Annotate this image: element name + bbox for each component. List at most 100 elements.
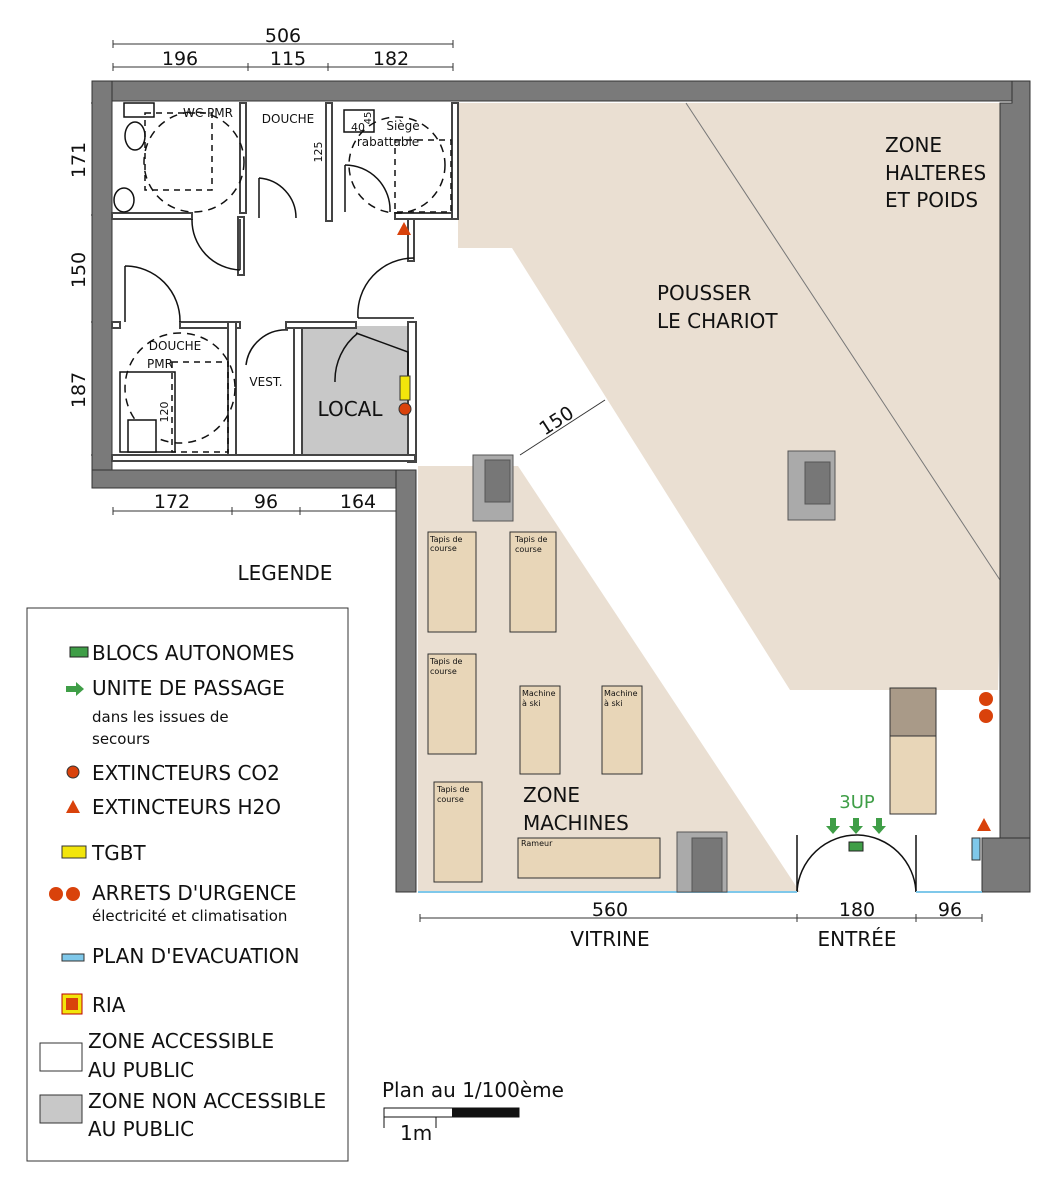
svg-text:course: course [515,545,542,554]
extinguisher-co2-icon [398,402,412,416]
treadmill-3 [427,653,477,755]
svg-text:ZONE ACCESSIBLE: ZONE ACCESSIBLE [88,1029,274,1053]
legend-arrow-icon [66,682,84,696]
svg-text:45: 45 [363,112,374,125]
ski-machine-2 [601,685,643,775]
pillars [472,450,836,893]
zone-halteres-3: ET POIDS [885,188,978,212]
room-douche: DOUCHE [262,112,314,126]
svg-text:ARRETS D'URGENCE: ARRETS D'URGENCE [92,881,297,905]
svg-text:ZONE NON ACCESSIBLE: ZONE NON ACCESSIBLE [88,1089,326,1113]
cabinet-light [889,735,937,815]
label-entree: ENTRÉE [818,927,897,951]
dim-top-a: 196 [162,48,198,70]
zone-chariot-2: LE CHARIOT [657,309,778,333]
zone-machines-2: MACHINES [523,811,629,835]
zone-labels: ZONE HALTERES ET POIDS POUSSER LE CHARIO… [523,133,986,951]
zone-halteres-1: ZONE [885,133,942,157]
dim-left-a: 171 [68,142,90,178]
treadmill-1 [427,531,477,633]
zone-machines-1: ZONE [523,783,580,807]
svg-text:dans les issues de: dans les issues de [92,708,229,726]
label-3up: 3UP [839,792,875,813]
zone-halteres-chariot [458,103,1015,690]
emergency-stop-icon [979,709,993,723]
emergency-stop-icon [979,692,993,706]
dim-top-c: 182 [373,48,409,70]
svg-text:à ski: à ski [604,699,622,708]
svg-text:électricité et climatisation: électricité et climatisation [92,907,287,925]
svg-text:EXTINCTEURS CO2: EXTINCTEURS CO2 [92,761,280,785]
svg-text:EXTINCTEURS H2O: EXTINCTEURS H2O [92,795,281,819]
svg-text:125: 125 [312,142,325,163]
svg-text:TGBT: TGBT [91,841,146,865]
svg-text:secours: secours [92,730,150,748]
legend-plan-icon [61,953,85,962]
svg-text:40: 40 [351,121,365,134]
cabinet-dark [889,687,937,737]
legend-public-swatch [39,1042,83,1072]
zone-halteres-2: HALTERES [885,161,986,185]
dim-diagonal: 150 [536,402,578,440]
svg-text:Machine: Machine [604,689,638,698]
legend-h2o-icon [66,800,80,813]
room-douche-pmr-2: PMR [147,357,173,371]
toilet-bowl [124,121,146,151]
legend-stop-icon [49,887,63,901]
dim-top-b: 115 [270,48,306,70]
svg-text:Tapis de: Tapis de [436,785,470,794]
svg-text:Machine: Machine [522,689,556,698]
sink [113,187,135,213]
rowing-machine [517,837,661,879]
svg-text:120: 120 [158,402,171,423]
safety-symbols [397,222,993,861]
tgbt-icon [399,375,411,401]
turning-circle-shower-pmr [124,332,236,444]
legend-stop-icon [66,887,80,901]
ski-machine-1 [519,685,561,775]
scale-unit: 1m [400,1121,432,1145]
svg-text:course: course [430,544,457,553]
svg-text:Tapis de: Tapis de [429,535,463,544]
dim-mid-a: 172 [154,491,190,513]
legend-title: LEGENDE [238,561,333,585]
legend-blocs-icon [69,646,89,658]
svg-text:Tapis de: Tapis de [514,535,548,544]
room-vestiaire: VEST. [249,375,282,389]
legend-tgbt-icon [61,845,87,859]
interior-walls [111,102,459,463]
dim-bottom-b: 180 [839,899,875,921]
scale-title: Plan au 1/100ème [382,1078,564,1102]
svg-text:Tapis de: Tapis de [429,657,463,666]
svg-text:course: course [430,667,457,676]
doors [124,164,917,893]
dim-left-c: 187 [68,372,90,408]
svg-text:BLOCS AUTONOMES: BLOCS AUTONOMES [92,641,294,665]
scale-bar: Plan au 1/100ème 1m [382,1078,564,1145]
room-wc-pmr: WC PMR [183,106,233,120]
svg-text:PLAN D'EVACUATION: PLAN D'EVACUATION [92,944,299,968]
room-douche-pmr-1: DOUCHE [149,339,201,353]
zone-chariot-1: POUSSER [657,281,751,305]
equipment [427,531,937,883]
room-labels: WC PMR DOUCHE Siège rabattable DOUCHE PM… [147,106,420,423]
svg-text:UNITE DE PASSAGE: UNITE DE PASSAGE [92,676,285,700]
svg-text:RIA: RIA [92,993,126,1017]
legend-co2-icon [66,765,80,779]
passage-arrows [826,818,886,834]
fixtures [113,102,452,453]
turning-circle-wc [143,111,245,213]
seat-label-1: Siège [386,119,419,133]
legend-items: BLOCS AUTONOMES UNITE DE PASSAGE dans le… [39,641,326,1141]
extinguisher-h2o-icon [977,818,991,831]
svg-text:course: course [437,795,464,804]
walls [91,80,1031,893]
svg-text:à ski: à ski [522,699,540,708]
dim-left-b: 150 [68,252,90,288]
svg-text:AU PUBLIC: AU PUBLIC [88,1117,194,1141]
extinguisher-h2o-icon [397,222,411,235]
dim-bottom-a: 560 [592,899,628,921]
dim-bottom-c: 96 [938,899,962,921]
dim-mid-b: 96 [254,491,278,513]
